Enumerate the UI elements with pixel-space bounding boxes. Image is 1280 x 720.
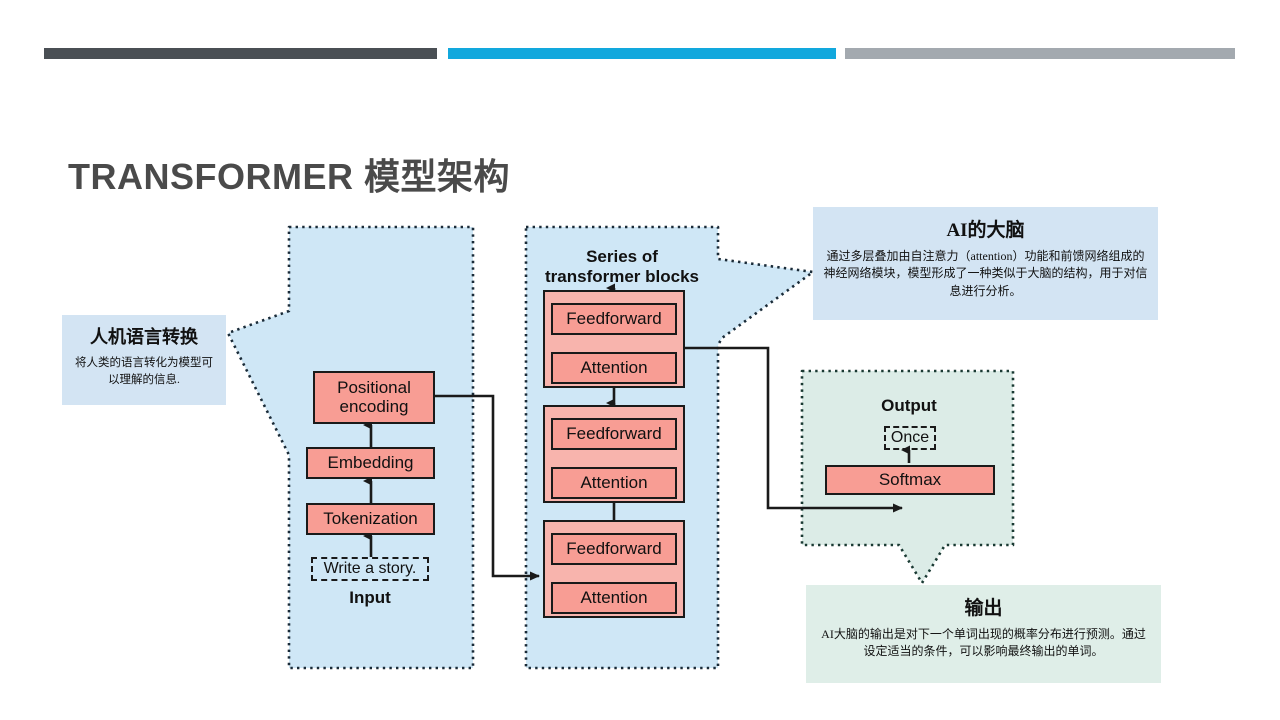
attention-box-2: Attention xyxy=(551,467,677,499)
feedforward-box-1: Feedforward xyxy=(551,303,677,335)
transformer-column-heading: Series of transformer blocks xyxy=(526,247,718,288)
callout-title-human-machine-language: 人机语言转换 xyxy=(90,327,198,347)
transformer-heading-line1: Series of xyxy=(586,247,658,266)
tokenization-box: Tokenization xyxy=(306,503,435,535)
embedding-box: Embedding xyxy=(306,447,435,479)
callout-human-machine-language: 人机语言转换 将人类的语言转化为模型可以理解的信息. xyxy=(62,315,226,405)
decor-bar-dark xyxy=(44,48,437,59)
feedforward-box-3: Feedforward xyxy=(551,533,677,565)
callout-output: 输出 AI大脑的输出是对下一个单词出现的概率分布进行预测。通过设定适当的条件，可… xyxy=(806,585,1161,683)
callout-body-ai-brain: 通过多层叠加由自注意力（attention）功能和前馈网络组成的神经网络模块，模… xyxy=(823,249,1148,298)
attention-box-3: Attention xyxy=(551,582,677,614)
input-column-heading: Input xyxy=(349,588,391,607)
feedforward-label-2: Feedforward xyxy=(566,423,662,443)
feedforward-label-1: Feedforward xyxy=(566,308,662,328)
output-column-heading: Output xyxy=(881,396,937,415)
softmax-label: Softmax xyxy=(878,469,942,489)
output-result-label: Once xyxy=(890,429,930,446)
callout-body-human-machine-language: 将人类的语言转化为模型可以理解的信息. xyxy=(75,357,213,386)
callout-ai-brain: AI的大脑 通过多层叠加由自注意力（attention）功能和前馈网络组成的神经… xyxy=(813,207,1158,320)
softmax-box: Softmax xyxy=(825,465,995,495)
tokenization-label: Tokenization xyxy=(323,508,418,528)
decor-bar-gray xyxy=(845,48,1235,59)
embedding-label: Embedding xyxy=(327,452,414,472)
attention-box-1: Attention xyxy=(551,352,677,384)
callout-title-ai-brain: AI的大脑 xyxy=(946,220,1025,241)
connector-transformer-to-output xyxy=(681,346,903,513)
feedforward-label-3: Feedforward xyxy=(566,538,662,558)
output-result-box: Once xyxy=(884,426,936,450)
decor-bar-cyan xyxy=(448,48,836,59)
attention-label-3: Attention xyxy=(580,587,648,607)
page-title: TRANSFORMER 模型架构 xyxy=(68,156,510,197)
transformer-heading-line2: transformer blocks xyxy=(545,267,699,287)
callout-body-output: AI大脑的输出是对下一个单词出现的概率分布进行预测。通过设定适当的条件，可以影响… xyxy=(821,627,1146,659)
connector-input-to-transformer xyxy=(434,394,540,581)
attention-label-2: Attention xyxy=(580,472,648,492)
positional-encoding-box: Positional encoding xyxy=(313,371,435,424)
input-prompt-label: Write a story. xyxy=(323,560,417,577)
feedforward-box-2: Feedforward xyxy=(551,418,677,450)
input-prompt-box: Write a story. xyxy=(311,557,429,581)
callout-title-output: 输出 xyxy=(964,598,1003,619)
positional-encoding-label: Positional encoding xyxy=(337,378,411,416)
attention-label-1: Attention xyxy=(580,357,648,377)
